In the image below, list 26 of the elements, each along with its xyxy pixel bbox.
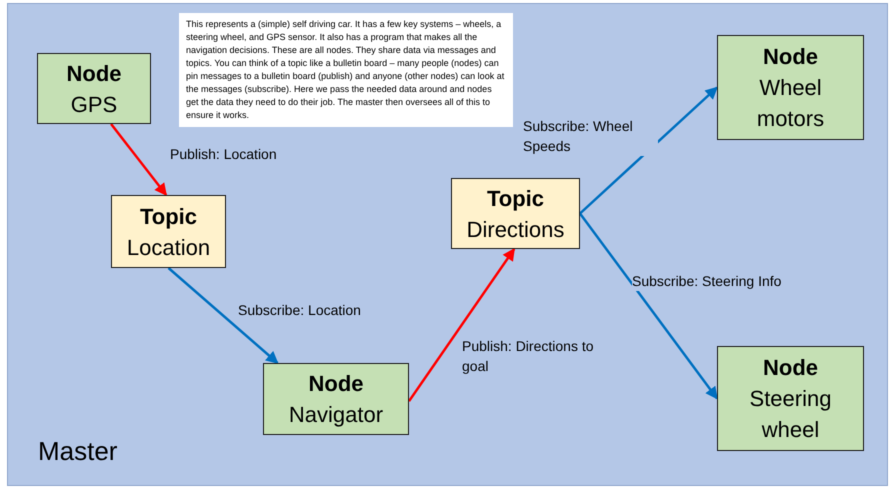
- box-name: Location: [126, 234, 210, 262]
- node-box: [717, 346, 864, 451]
- arrow: [168, 267, 279, 364]
- node-box: [263, 363, 409, 435]
- box-heading: Node: [763, 43, 818, 71]
- arrow: [579, 212, 718, 400]
- box-heading: Node: [308, 370, 364, 398]
- box-name: Wheel motors: [756, 74, 826, 133]
- arrow: [408, 248, 516, 402]
- box-name: GPS: [70, 90, 118, 118]
- box-name: Steering wheel: [748, 385, 832, 444]
- arrow: [579, 86, 718, 214]
- box-heading: Node: [763, 354, 818, 382]
- box-heading: Topic: [140, 202, 198, 231]
- box-name: Navigator: [288, 401, 384, 429]
- node-box: [37, 53, 151, 124]
- node-box: [717, 35, 864, 140]
- arrow: [110, 123, 168, 196]
- box-name: Directions: [466, 216, 564, 244]
- topic-box: [111, 195, 226, 268]
- topic-box: [451, 178, 580, 249]
- box-heading: Node: [66, 60, 122, 88]
- box-heading: Topic: [486, 184, 544, 213]
- description-text: This represents a (simple) self driving car. It has a few key systems – wheels, a steering wheel, and GPS sensor. It also has a program that makes all the navigation decisions. These are all nodes. They share data via messages and topics. You can think of a topic like a bulletin board – many people (nodes) can pin messages to a bulletin board (publish) and anyone (other nodes) can look at the messages (subscribe). Here we pass the needed data around and nodes get the data they need to do their job. The master then oversees all of this to ensure it works.: [186, 18, 506, 122]
- master-label: Master: [38, 435, 118, 467]
- master-band: [7, 3, 888, 486]
